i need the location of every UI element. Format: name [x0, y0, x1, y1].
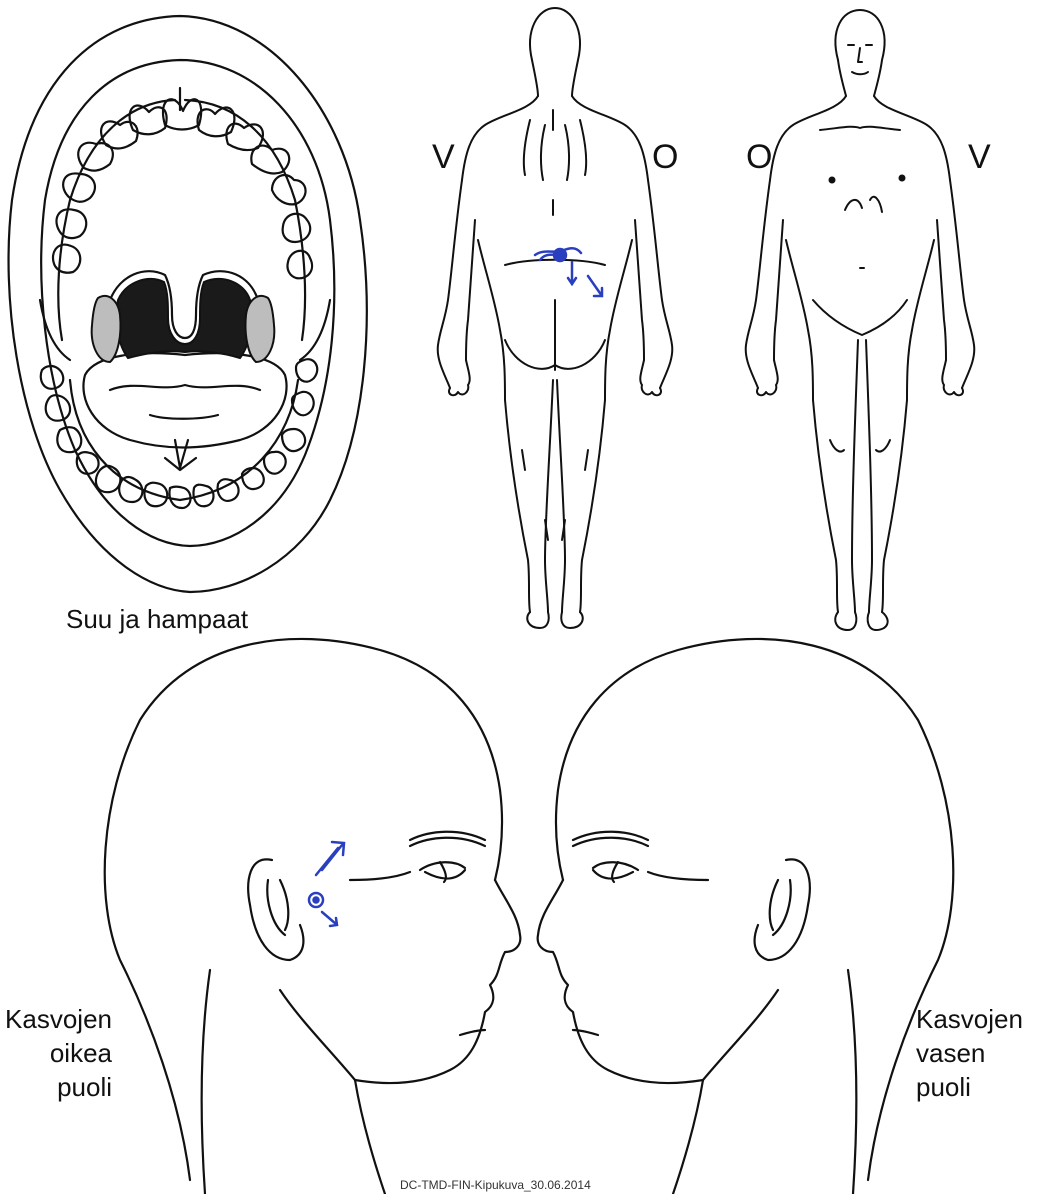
right-face-caption: Kasvojen oikea puoli	[0, 1002, 112, 1104]
front-view-left-side-label: O	[746, 140, 772, 174]
mouth-caption: Suu ja hampaat	[66, 606, 248, 632]
back-view-right-side-label: O	[652, 140, 678, 174]
front-view-right-side-label: V	[968, 140, 991, 174]
back-view-left-side-label: V	[432, 140, 455, 174]
document-code: DC-TMD-FIN-Kipukuva_30.06.2014	[400, 1178, 591, 1192]
left-face-caption: Kasvojen vasen puoli	[916, 1002, 1023, 1104]
